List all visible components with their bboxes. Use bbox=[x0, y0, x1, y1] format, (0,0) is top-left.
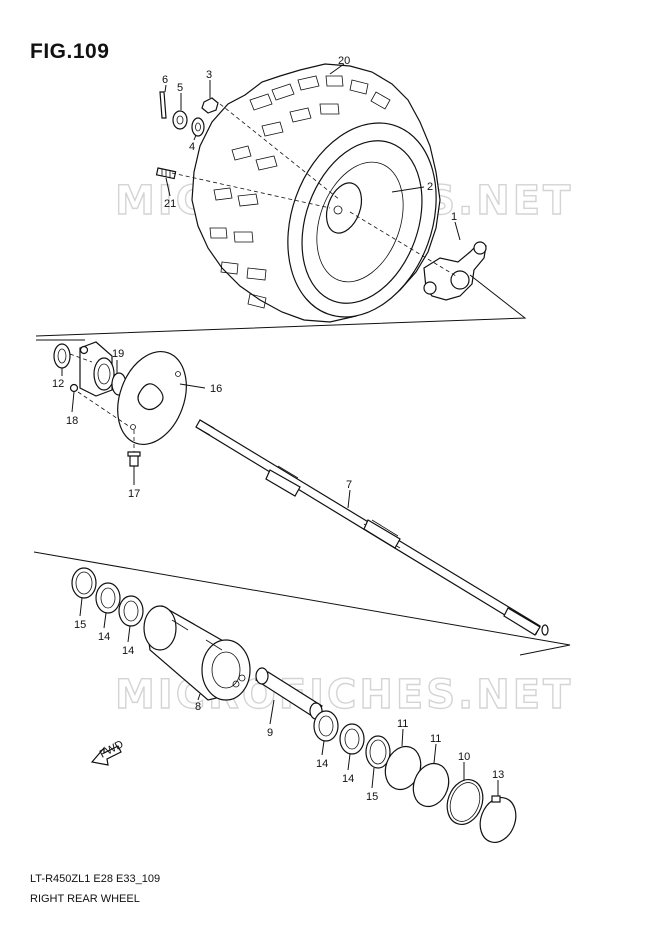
callout-17: 17 bbox=[128, 488, 140, 500]
figure-caption: RIGHT REAR WHEEL bbox=[30, 893, 140, 905]
callout-2: 2 bbox=[427, 181, 433, 193]
bearing-14-d bbox=[339, 723, 365, 755]
wheel-nut bbox=[201, 97, 219, 114]
callout-14-a: 14 bbox=[98, 631, 110, 643]
callout-9: 9 bbox=[267, 727, 273, 739]
callout-15-a: 15 bbox=[74, 619, 86, 631]
seal-ring bbox=[53, 343, 71, 369]
forward-direction-arrow: FWD bbox=[90, 738, 126, 766]
callout-20: 20 bbox=[338, 55, 350, 67]
castle-nut bbox=[172, 110, 188, 130]
section-divider-lower bbox=[33, 551, 571, 656]
callout-labels: 1 2 3 4 5 6 7 8 9 10 11 11 12 13 14 14 1… bbox=[52, 55, 504, 803]
callout-11-b: 11 bbox=[430, 733, 441, 745]
callout-8: 8 bbox=[195, 701, 201, 713]
callout-3: 3 bbox=[206, 69, 212, 81]
disc-hub bbox=[69, 341, 115, 397]
wheel-hub-face bbox=[325, 182, 363, 234]
section-divider-upper bbox=[35, 274, 527, 337]
cotter-pin bbox=[159, 91, 167, 119]
callout-5: 5 bbox=[177, 82, 183, 94]
disc-bolt bbox=[127, 451, 141, 467]
axle-carrier bbox=[143, 605, 251, 701]
clamp-13 bbox=[479, 795, 517, 843]
model-code: LT-R450ZL1 E28 E33_109 bbox=[30, 873, 161, 885]
callout-13: 13 bbox=[492, 769, 504, 781]
stud-bolt bbox=[155, 167, 177, 180]
callout-11-a: 11 bbox=[397, 718, 408, 730]
callout-14-c: 14 bbox=[316, 758, 328, 770]
leader-lines-middle bbox=[61, 360, 351, 509]
callout-12: 12 bbox=[52, 378, 64, 390]
figure-title: FIG.109 bbox=[30, 40, 110, 63]
bearing-14-a bbox=[95, 582, 121, 614]
callout-14-b: 14 bbox=[122, 645, 134, 657]
callout-19: 19 bbox=[112, 348, 124, 360]
bearing-14-c bbox=[313, 710, 339, 742]
tire-assembly bbox=[191, 63, 441, 323]
rear-hub-knuckle bbox=[423, 241, 487, 301]
callout-15-b: 15 bbox=[366, 791, 378, 803]
tread-lugs bbox=[209, 75, 391, 309]
callout-4: 4 bbox=[189, 141, 195, 153]
leader-lines-lower bbox=[79, 597, 499, 796]
callout-7: 7 bbox=[346, 479, 352, 491]
bearing-14-b bbox=[118, 595, 144, 627]
callout-14-d: 14 bbox=[342, 773, 354, 785]
ring-10 bbox=[446, 779, 484, 825]
callout-21: 21 bbox=[164, 198, 176, 210]
callout-6: 6 bbox=[162, 74, 168, 86]
o-ring-11-b bbox=[412, 762, 450, 808]
wheel-rim bbox=[301, 140, 423, 304]
callout-1: 1 bbox=[451, 211, 457, 223]
leader-lines-upper bbox=[164, 63, 461, 241]
callout-10: 10 bbox=[458, 751, 470, 763]
washer bbox=[191, 117, 205, 137]
stud-axis bbox=[171, 172, 331, 209]
brake-disc bbox=[117, 350, 187, 446]
rear-axle bbox=[195, 419, 549, 636]
callout-18: 18 bbox=[66, 415, 78, 427]
callout-16: 16 bbox=[210, 383, 222, 395]
